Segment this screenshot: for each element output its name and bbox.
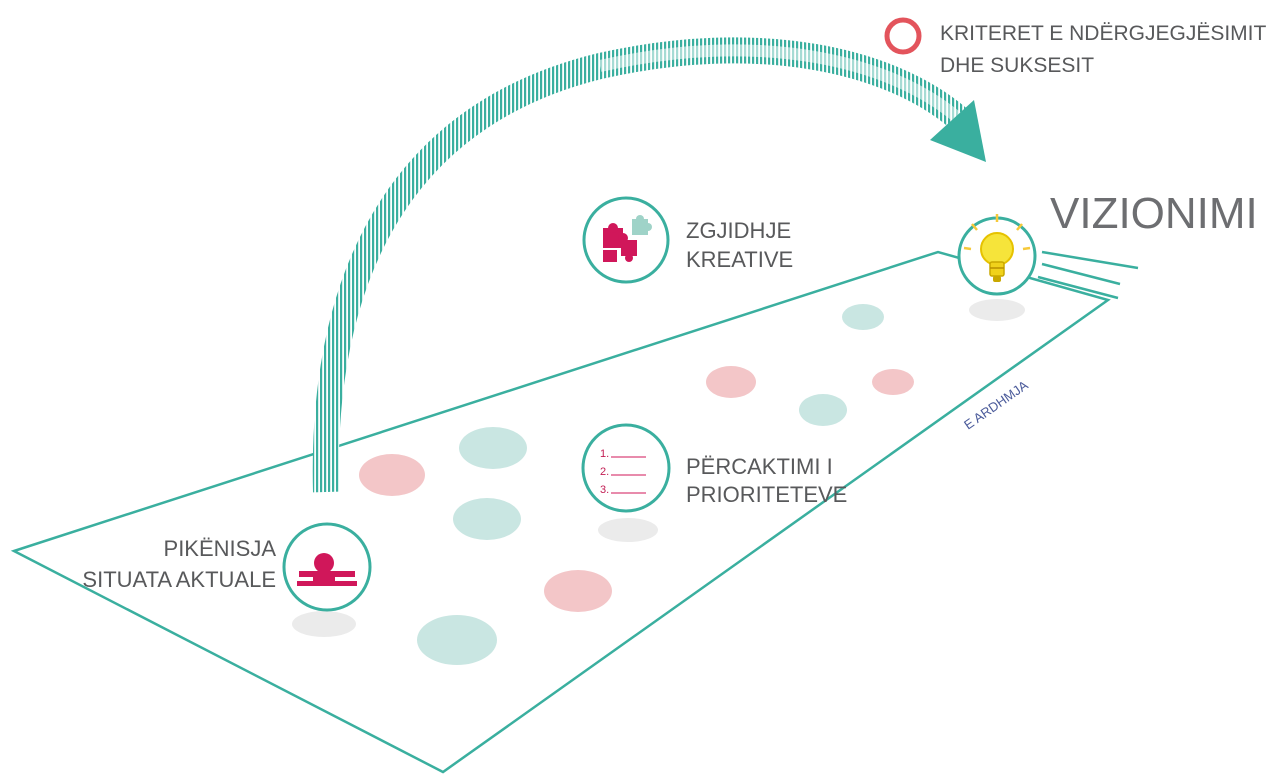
list-number: 2. bbox=[600, 466, 609, 478]
arrow-head bbox=[930, 100, 986, 162]
floor-dot bbox=[706, 366, 756, 398]
podium-icon bbox=[297, 553, 357, 586]
node-shadow bbox=[598, 518, 658, 542]
floor-dot bbox=[872, 369, 914, 395]
floor-dot bbox=[842, 304, 884, 330]
creative-line1: ZGJIDHJE bbox=[686, 218, 791, 243]
priorities-line2: PRIORITETEVE bbox=[686, 482, 847, 507]
floor-dot bbox=[417, 615, 497, 665]
node-shadow bbox=[292, 611, 356, 637]
list-number: 3. bbox=[600, 484, 609, 496]
ring-icon bbox=[884, 17, 922, 55]
legend-line2: DHE SUKSESIT bbox=[940, 54, 1094, 77]
legend-line1: KRITERET E NDËRGJEGJËSIMIT bbox=[940, 22, 1266, 45]
road-stripe bbox=[1041, 250, 1139, 270]
list-number: 1. bbox=[600, 448, 609, 460]
creative-line2: KREATIVE bbox=[686, 247, 793, 272]
numbered-list-icon: 1. 2. 3. bbox=[600, 448, 646, 496]
floor-dot bbox=[359, 454, 425, 496]
road-stripe bbox=[1037, 275, 1119, 300]
road-outline bbox=[10, 250, 1111, 774]
floor-dot bbox=[453, 498, 521, 540]
progress-arc-taper bbox=[598, 44, 962, 123]
lightbulb-icon bbox=[963, 214, 1031, 282]
floor-dot bbox=[459, 427, 527, 469]
start-line2: SITUATA AKTUALE bbox=[82, 567, 276, 592]
vision-label: VIZIONIMI bbox=[1050, 189, 1258, 238]
road-stripe bbox=[1041, 262, 1121, 286]
puzzle-icon bbox=[603, 215, 652, 262]
node-shadow bbox=[969, 299, 1025, 321]
priorities-node bbox=[581, 423, 671, 513]
floor-dot bbox=[544, 570, 612, 612]
floor-dot bbox=[799, 394, 847, 426]
priorities-line1: PËRCAKTIMI I bbox=[686, 454, 833, 479]
start-line1: PIKËNISJA bbox=[164, 536, 277, 561]
future-label: E ARDHMJA bbox=[961, 377, 1031, 432]
